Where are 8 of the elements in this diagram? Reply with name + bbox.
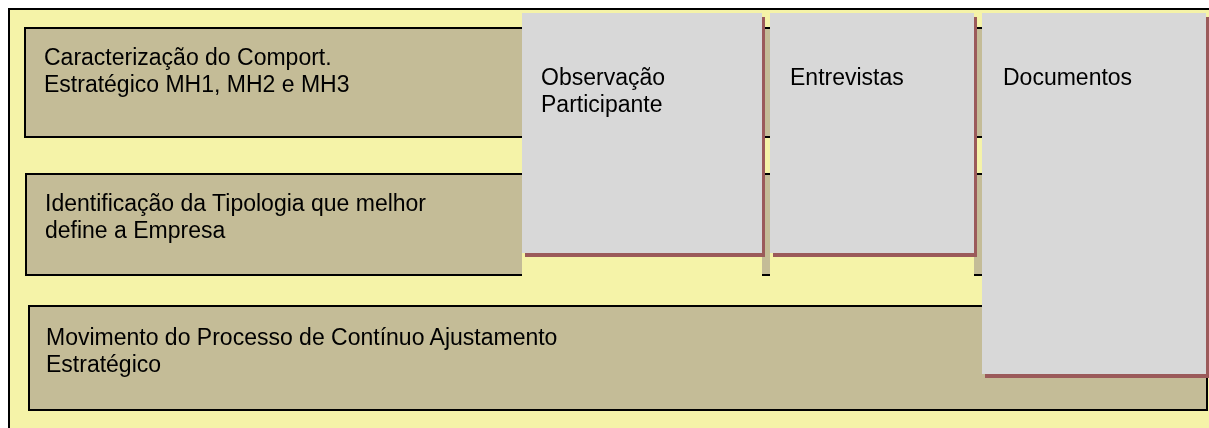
stage-label: Identificação da Tipologia que melhor define a Empresa bbox=[45, 190, 428, 244]
source-label: Entrevistas bbox=[790, 64, 905, 91]
source-label: Documentos bbox=[1003, 64, 1134, 91]
stage-band bbox=[25, 173, 522, 276]
stage-label: Caracterização do Comport. Estratégico MH1, MH2 e MH3 bbox=[44, 44, 351, 98]
source-label: Observação Participante bbox=[541, 64, 666, 118]
stage-band bbox=[24, 27, 522, 138]
stage-label: Movimento do Processo de Contínuo Ajustamento Estratégico bbox=[46, 324, 559, 378]
